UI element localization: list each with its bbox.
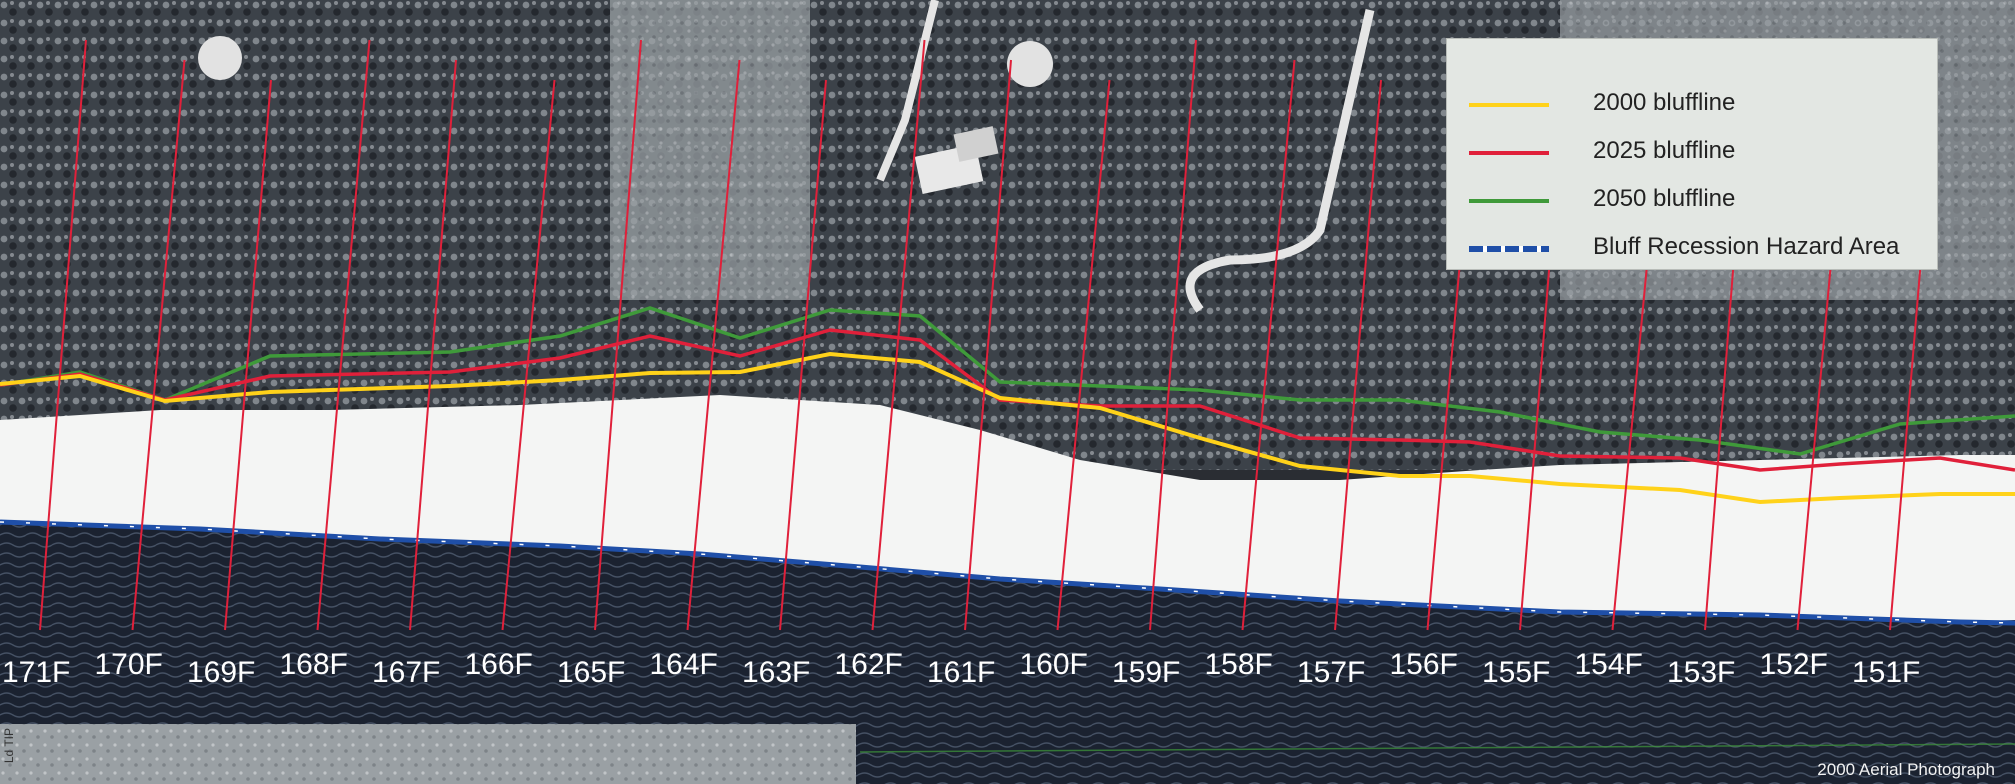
transect-label-156F: 156F	[1390, 648, 1458, 681]
transect-label-152F: 152F	[1760, 648, 1828, 681]
transect-line-170F	[131, 59, 186, 631]
transect-label-171F: 171F	[2, 656, 70, 689]
transect-label-157F: 157F	[1297, 656, 1365, 689]
transect-line-167F	[409, 59, 457, 631]
side-tag: Ld TIP	[2, 728, 16, 764]
driveway	[876, 0, 939, 182]
transect-line-164F	[686, 59, 741, 631]
legend-item-2000-bluffline: 2000 bluffline	[1469, 85, 1929, 125]
legend-item-hazard-area: Bluff Recession Hazard Area	[1469, 229, 1929, 269]
transect-label-164F: 164F	[650, 648, 718, 681]
open-field	[610, 0, 810, 300]
hazard-area-line	[0, 519, 2015, 626]
legend-swatch-2000	[1469, 103, 1549, 107]
transect-label-163F: 163F	[742, 656, 810, 689]
legend-swatch-2050	[1469, 199, 1549, 203]
legend-item-2050-bluffline: 2050 bluffline	[1469, 181, 1929, 221]
transect-line-162F	[871, 39, 926, 631]
legend-label-2000: 2000 bluffline	[1593, 89, 1736, 116]
transect-line-159F	[1149, 39, 1197, 631]
transect-label-162F: 162F	[835, 648, 903, 681]
transect-label-154F: 154F	[1575, 648, 1643, 681]
transect-label-167F: 167F	[372, 656, 440, 689]
map-legend: 2000 bluffline 2025 bluffline 2050 bluff…	[1446, 38, 1938, 270]
legend-label-2025: 2025 bluffline	[1593, 137, 1736, 164]
transect-label-166F: 166F	[465, 648, 533, 681]
transect-label-161F: 161F	[927, 656, 995, 689]
transect-label-155F: 155F	[1482, 656, 1550, 689]
transect-label-169F: 169F	[187, 656, 255, 689]
lake-water	[0, 520, 2015, 784]
transect-line-157F	[1334, 79, 1382, 631]
legend-swatch-hazard	[1469, 246, 1549, 252]
transect-line-158F	[1241, 59, 1296, 631]
transect-label-160F: 160F	[1020, 648, 1088, 681]
transect-label-158F: 158F	[1205, 648, 1273, 681]
tank-marker	[1007, 41, 1053, 87]
transect-line-163F	[779, 79, 827, 631]
transect-label-168F: 168F	[280, 648, 348, 681]
transect-line-166F	[501, 79, 556, 631]
bluffline-2000	[0, 351, 2015, 505]
transect-line-161F	[964, 59, 1012, 631]
driveway-loop	[1185, 9, 1375, 313]
tank-marker	[198, 36, 242, 80]
transect-line-160F	[1056, 79, 1111, 631]
transect-line-168F	[316, 39, 371, 631]
legend-swatch-2025	[1469, 151, 1549, 155]
transect-label-170F: 170F	[95, 648, 163, 681]
transect-line-171F	[39, 39, 87, 631]
transect-group	[39, 39, 1937, 631]
legend-label-hazard: Bluff Recession Hazard Area	[1593, 233, 1900, 260]
legend-item-2025-bluffline: 2025 bluffline	[1469, 133, 1929, 173]
transect-label-159F: 159F	[1112, 656, 1180, 689]
transect-label-151F: 151F	[1852, 656, 1920, 689]
bluffline-2050	[0, 306, 2015, 456]
transect-line-165F	[594, 39, 642, 631]
transect-line-169F	[224, 79, 272, 631]
inset-photo-strip	[0, 724, 856, 784]
transect-label-165F: 165F	[557, 656, 625, 689]
photo-credit: 2000 Aerial Photograph	[1817, 760, 1995, 779]
transect-label-153F: 153F	[1667, 656, 1735, 689]
transect-label-group: 171F 170F 169F 168F 167F 166F 165F 164F 163F 162F…	[2, 648, 1920, 689]
beach	[0, 395, 2015, 622]
offshore-reference-line	[859, 743, 2015, 753]
legend-label-2050: 2050 bluffline	[1593, 185, 1736, 212]
farm-building	[953, 126, 999, 162]
